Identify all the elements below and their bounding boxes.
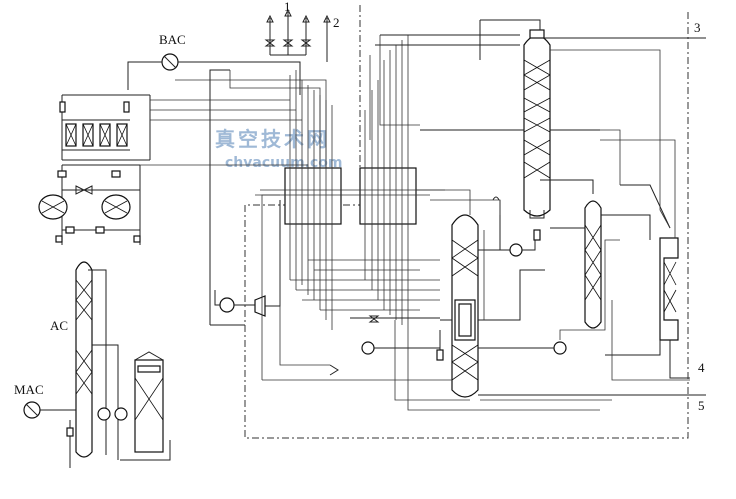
top-product-lines: 1 2: [264, 0, 340, 62]
valves: [329, 196, 541, 376]
pure-argon-column: 4: [605, 184, 705, 379]
cryogenic-pumps: [361, 200, 567, 355]
stream-3-label: 3: [694, 20, 701, 35]
ac-label: AC: [50, 318, 68, 333]
bac-label: BAC: [159, 32, 186, 47]
stream-4-label: 4: [698, 360, 705, 375]
upper-column: [375, 19, 680, 219]
watermark: 真空技术网 chvacuum.com: [215, 127, 342, 171]
watermark-url: chvacuum.com: [225, 155, 342, 171]
stream-1-label: 1: [284, 0, 291, 14]
mac-label: MAC: [14, 382, 44, 397]
expander-unit: [209, 69, 281, 326]
water-cooling-tower: [120, 351, 171, 461]
output-streams: 3 5: [478, 20, 706, 413]
lower-column: [436, 214, 545, 398]
water-pumps: [97, 407, 128, 421]
crude-argon-column: [540, 179, 651, 329]
watermark-cn: 真空技术网: [215, 127, 330, 151]
stream-2-label: 2: [333, 15, 340, 30]
main-heat-exchangers: [255, 35, 445, 330]
pipework: [140, 35, 700, 411]
booster-air-compressor: BAC: [127, 32, 301, 95]
air-cooling-tower: AC: [40, 261, 119, 468]
stream-5-label: 5: [698, 398, 705, 413]
main-air-compressor: MAC: [14, 382, 44, 419]
purification-unit: [38, 94, 151, 245]
